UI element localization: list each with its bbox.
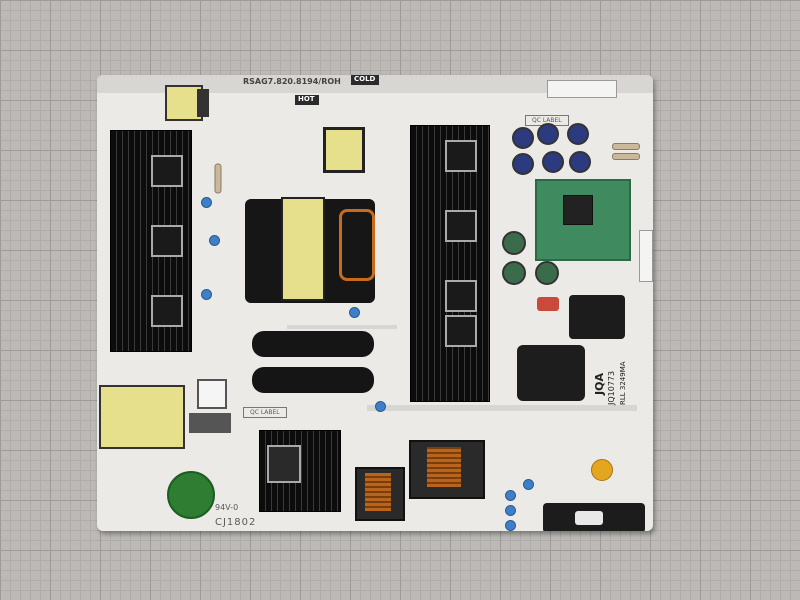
power-transistor bbox=[151, 225, 183, 257]
red-component bbox=[537, 297, 559, 311]
resistor bbox=[612, 153, 640, 160]
board-code: CJ1802 bbox=[215, 517, 257, 528]
output-connector bbox=[547, 80, 617, 98]
electrolytic-capacitor bbox=[537, 123, 559, 145]
ceramic-capacitor bbox=[201, 289, 212, 300]
resistor bbox=[612, 143, 640, 150]
electrolytic-capacitor bbox=[502, 261, 526, 285]
ceramic-capacitor bbox=[505, 505, 516, 516]
copper-coil bbox=[339, 209, 375, 281]
electrolytic-capacitor bbox=[535, 261, 559, 285]
copper-winding bbox=[365, 473, 391, 511]
power-transistor bbox=[445, 140, 477, 172]
electrolytic-capacitor bbox=[512, 127, 534, 149]
electrolytic-capacitor bbox=[569, 151, 591, 173]
y-capacitor bbox=[591, 459, 613, 481]
power-transistor bbox=[151, 155, 183, 187]
ac-inlet-socket bbox=[575, 511, 603, 525]
power-transistor bbox=[445, 210, 477, 242]
qc-label-bottom: QC LABEL bbox=[243, 407, 287, 418]
ceramic-capacitor bbox=[523, 479, 534, 490]
bridge-rectifier bbox=[267, 445, 301, 483]
power-transistor bbox=[445, 315, 477, 347]
trace bbox=[367, 405, 637, 411]
relay bbox=[197, 379, 227, 409]
hot-label: HOT bbox=[298, 95, 315, 103]
small-module bbox=[189, 413, 231, 433]
small-transformer-pins bbox=[197, 89, 209, 117]
ceramic-capacitor bbox=[201, 197, 212, 208]
ceramic-capacitor bbox=[375, 401, 386, 412]
bulk-capacitor bbox=[517, 345, 585, 401]
brand-label: JQA bbox=[593, 373, 606, 395]
controller-ic bbox=[563, 195, 593, 225]
horizontal-capacitor bbox=[252, 367, 374, 393]
power-supply-board: RSAG7.820.8194/ROH COLD HOT QC LABEL QC … bbox=[97, 75, 653, 531]
electrolytic-capacitor bbox=[502, 231, 526, 255]
brand-code-label: JQ10773 bbox=[607, 370, 616, 405]
cold-label: COLD bbox=[354, 75, 376, 83]
ceramic-capacitor bbox=[209, 235, 220, 246]
ceramic-capacitor bbox=[349, 307, 360, 318]
power-transistor bbox=[151, 295, 183, 327]
ceramic-capacitor bbox=[505, 490, 516, 501]
pfc-transformer bbox=[99, 385, 185, 449]
cold-label-bg: COLD bbox=[351, 75, 379, 85]
resistor bbox=[214, 163, 222, 194]
hot-label-bg: HOT bbox=[295, 95, 319, 105]
rating-label: RLL 3249MA bbox=[619, 361, 627, 405]
horizontal-capacitor bbox=[252, 331, 374, 357]
power-transistor bbox=[445, 280, 477, 312]
electrolytic-capacitor bbox=[512, 153, 534, 175]
electrolytic-capacitor bbox=[542, 151, 564, 173]
ceramic-capacitor bbox=[505, 520, 516, 531]
trace bbox=[287, 325, 397, 329]
flammability-rating: 94V-0 bbox=[215, 503, 239, 512]
standby-transformer bbox=[323, 127, 365, 173]
varistor bbox=[167, 471, 215, 519]
output-choke bbox=[569, 295, 625, 339]
electrolytic-capacitor bbox=[567, 123, 589, 145]
copper-winding bbox=[427, 447, 461, 487]
board-part-number: RSAG7.820.8194/ROH bbox=[243, 77, 341, 86]
main-transformer bbox=[281, 197, 325, 301]
side-connector bbox=[639, 230, 653, 282]
